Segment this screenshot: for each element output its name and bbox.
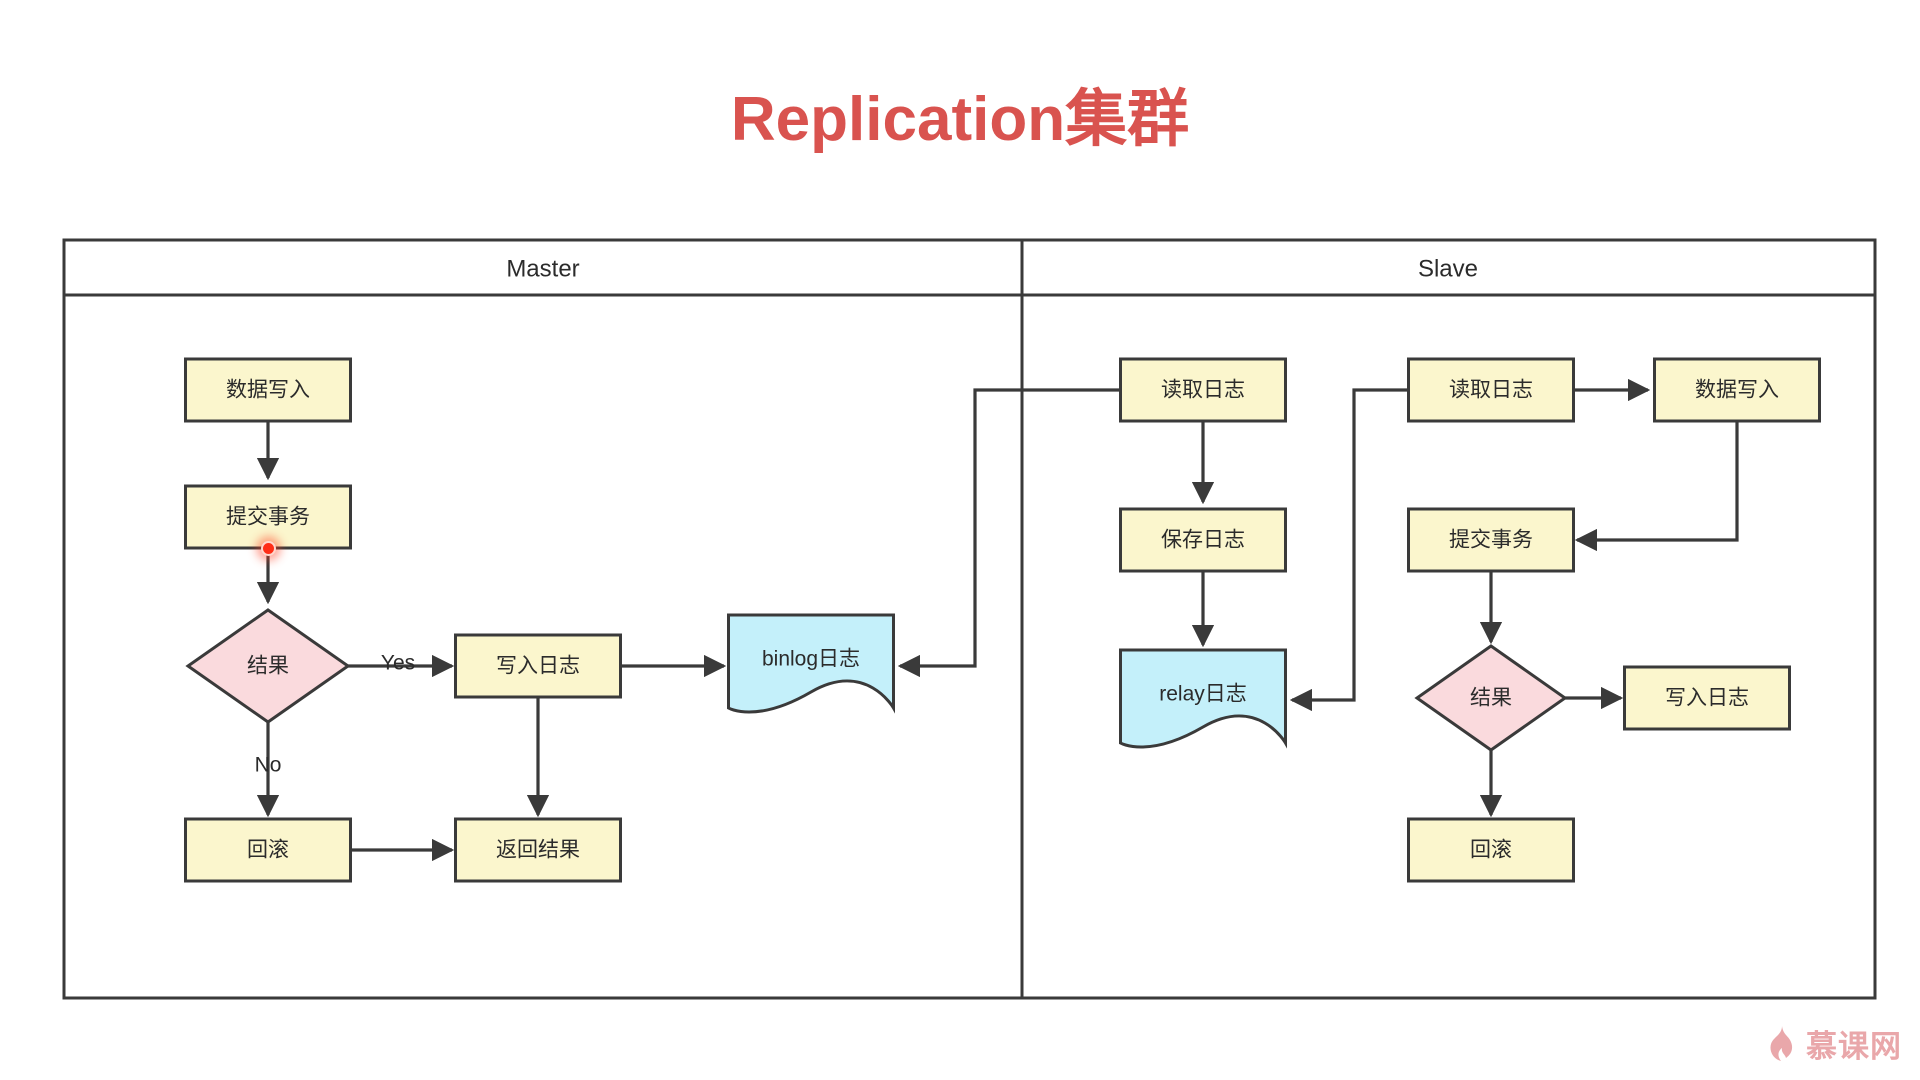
edge-slaveread1-to-binlog [897, 388, 1120, 678]
node-m-wlog[interactable]: 写入日志 [454, 633, 622, 699]
node-s-wlog[interactable]: 写入日志 [1623, 665, 1791, 731]
node-m-write[interactable]: 数据写入 [184, 357, 352, 423]
lane-title-slave: Slave [1418, 255, 1478, 282]
node-label: 返回结果 [496, 839, 580, 862]
node-m-commit[interactable]: 提交事务 [184, 484, 352, 550]
node-label: 写入日志 [1665, 687, 1749, 710]
edge-dwrite-to-commit [1574, 421, 1739, 552]
node-label: 回滚 [247, 839, 289, 862]
lane-title-master: Master [506, 255, 579, 282]
node-label: binlog日志 [762, 648, 860, 671]
lane-slave: Slave [1020, 238, 1877, 1000]
flame-icon [1770, 1025, 1793, 1061]
node-label: 数据写入 [1695, 379, 1779, 402]
node-s-rollback[interactable]: 回滚 [1407, 817, 1575, 883]
node-label: 数据写入 [226, 379, 310, 402]
node-s-read2[interactable]: 读取日志 [1407, 357, 1575, 423]
node-label: 写入日志 [496, 655, 580, 678]
node-s-commit[interactable]: 提交事务 [1407, 507, 1575, 573]
node-m-return[interactable]: 返回结果 [454, 817, 622, 883]
node-m-result[interactable]: 结果 [185, 608, 351, 724]
edge-label-no: No [255, 754, 282, 777]
edge-read2-to-relay [1289, 388, 1408, 712]
node-label: relay日志 [1159, 683, 1247, 706]
node-s-dwrite[interactable]: 数据写入 [1653, 357, 1821, 423]
node-label: 回滚 [1470, 839, 1512, 862]
node-s-relay[interactable]: relay日志 [1119, 648, 1287, 749]
edges-master [256, 421, 727, 862]
node-label: 读取日志 [1161, 379, 1245, 402]
node-m-binlog[interactable]: binlog日志 [727, 613, 895, 714]
node-label: 提交事务 [226, 506, 310, 529]
node-label: 结果 [247, 655, 289, 678]
edge-label-yes: Yes [381, 652, 415, 675]
node-m-rollback[interactable]: 回滚 [184, 817, 352, 883]
node-label: 结果 [1470, 687, 1512, 710]
node-s-result[interactable]: 结果 [1414, 644, 1568, 752]
edges-slave [1191, 378, 1739, 818]
watermark: 慕课网 [1764, 1021, 1902, 1066]
node-s-save[interactable]: 保存日志 [1119, 507, 1287, 573]
node-label: 保存日志 [1161, 529, 1245, 552]
edges-cross-lane [897, 388, 1120, 678]
node-label: 读取日志 [1449, 379, 1533, 402]
node-s-read1[interactable]: 读取日志 [1119, 357, 1287, 423]
page-title: Replication集群 [730, 85, 1190, 154]
node-label: 提交事务 [1449, 529, 1533, 552]
watermark-label: 慕课网 [1806, 1029, 1902, 1064]
